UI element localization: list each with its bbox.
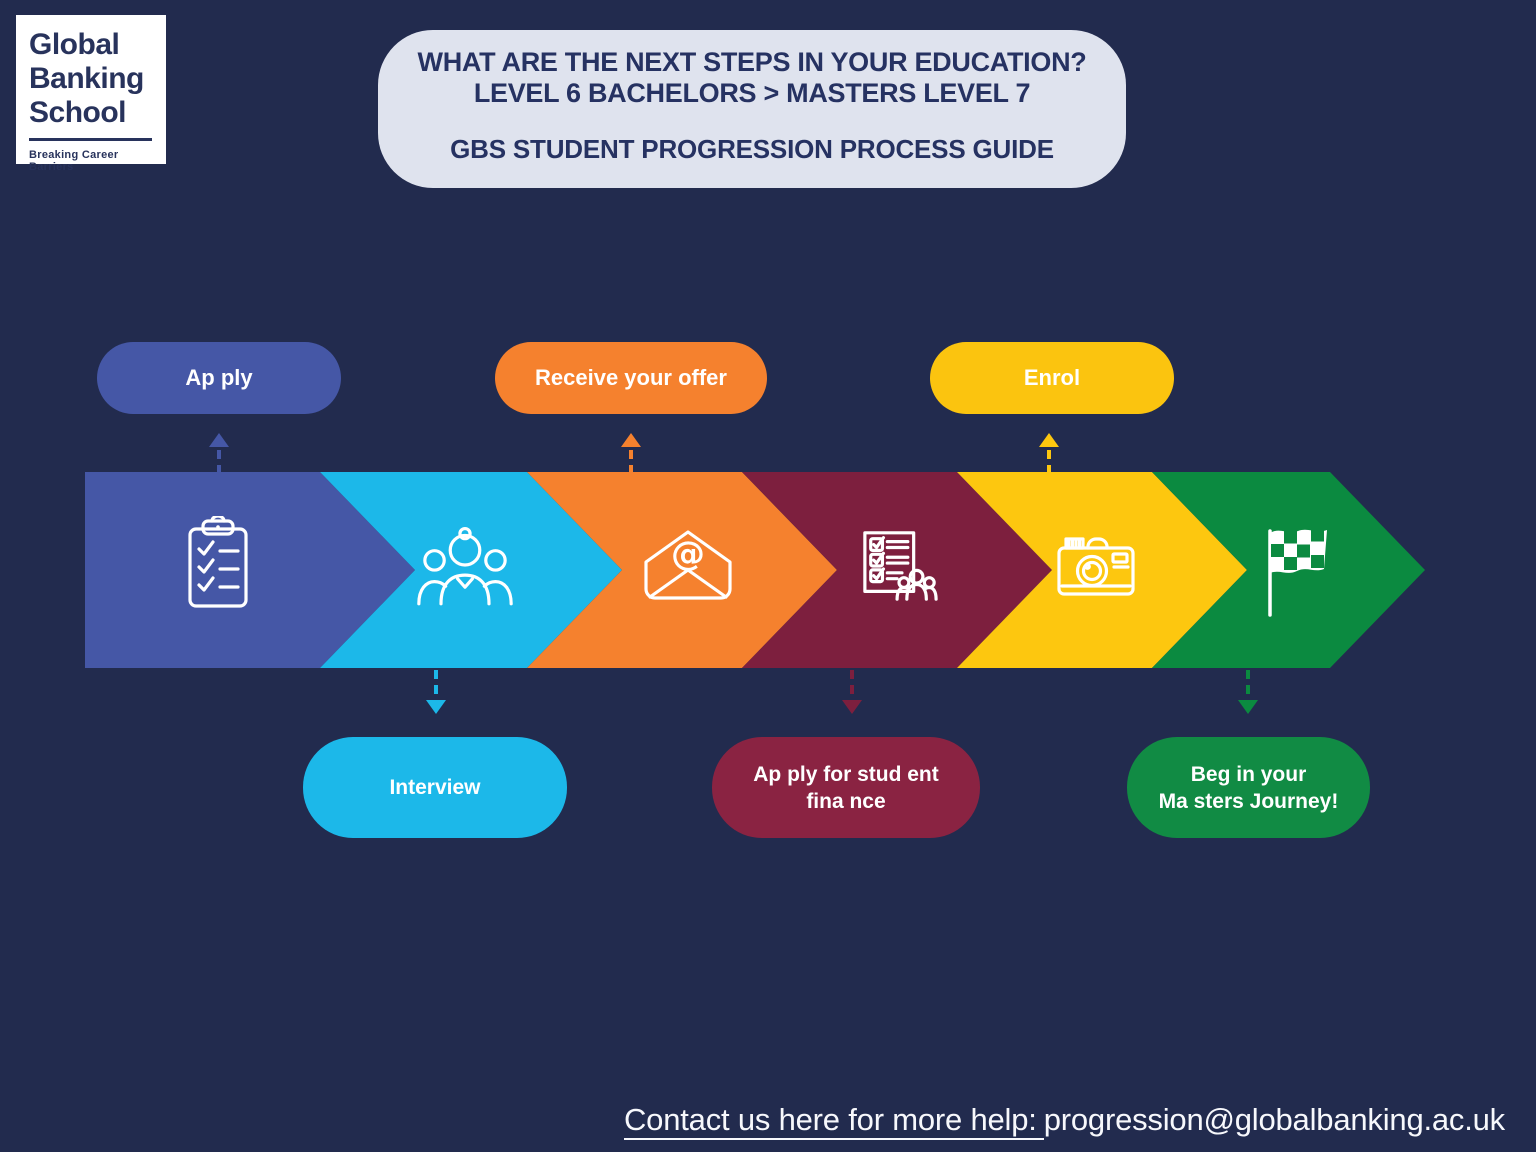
- pill-apply: Ap ply: [97, 342, 341, 414]
- at-symbol: @: [671, 534, 705, 574]
- logo-tagline: Breaking Career Barriers: [29, 148, 119, 173]
- pill-receive-your-offer: Receive your offer: [495, 342, 767, 414]
- arrow-down-interview: [426, 670, 446, 714]
- chevron-step-4: [742, 472, 1052, 668]
- header-title-line2: LEVEL 6 BACHELORS > MASTERS LEVEL 7: [473, 78, 1031, 108]
- logo-word-1: Global: [29, 28, 120, 61]
- email-at-icon: @: [642, 527, 734, 601]
- pill-begin-masters-journey-line2: Ma sters Journey!: [1158, 789, 1339, 813]
- arrow-up-receive-offer: [621, 433, 641, 472]
- pill-apply-student-finance-line2: fina nce: [806, 789, 886, 813]
- logo-word-2: Banking: [29, 62, 144, 95]
- contact-help-label: Contact us here for more help:: [623, 1102, 1044, 1140]
- pill-apply-label: Ap ply: [185, 365, 253, 390]
- header-subtitle: GBS STUDENT PROGRESSION PROCESS GUIDE: [450, 134, 1054, 164]
- pill-apply-student-finance: Ap ply for stud ent fina nce: [712, 737, 980, 838]
- checkered-flag-icon: [1263, 528, 1327, 617]
- pill-enrol: Enrol: [930, 342, 1174, 414]
- contact-help: Contact us here for more help:progressio…: [623, 1102, 1505, 1140]
- pill-apply-student-finance-line1: Ap ply for stud ent: [753, 762, 939, 786]
- chevron-step-1: [85, 472, 415, 668]
- logo-divider: [29, 138, 152, 141]
- arrow-up-apply: [209, 433, 229, 472]
- pill-begin-masters-journey: Beg in your Ma sters Journey!: [1127, 737, 1370, 838]
- arrow-down-masters-journey: [1238, 670, 1258, 714]
- logo-word-3: School: [29, 96, 127, 129]
- gbs-logo: Global Banking School Breaking Career Ba…: [16, 15, 166, 173]
- pill-interview-label: Interview: [389, 776, 481, 799]
- header-title-line1: WHAT ARE THE NEXT STEPS IN YOUR EDUCATIO…: [417, 47, 1087, 77]
- pill-begin-masters-journey-line1: Beg in your: [1190, 762, 1307, 786]
- contact-email-link[interactable]: progression@globalbanking.ac.uk: [1043, 1102, 1505, 1137]
- pill-receive-your-offer-label: Receive your offer: [535, 365, 727, 390]
- pill-enrol-label: Enrol: [1023, 365, 1081, 390]
- pill-interview: Interview: [303, 737, 567, 838]
- flag-checker-squares: [1271, 528, 1324, 570]
- chevron-step-3: [527, 472, 837, 668]
- people-group-icon: [417, 524, 513, 606]
- arrow-up-enrol: [1039, 433, 1059, 472]
- process-chevron-band: [85, 472, 1425, 668]
- checklist-people-icon: [860, 529, 940, 603]
- header-banner: WHAT ARE THE NEXT STEPS IN YOUR EDUCATIO…: [378, 30, 1126, 188]
- clipboard-checklist-icon: [186, 516, 250, 610]
- camera-icon: [1057, 533, 1135, 597]
- chevron-step-2: [320, 472, 622, 668]
- arrow-down-student-finance: [842, 670, 862, 714]
